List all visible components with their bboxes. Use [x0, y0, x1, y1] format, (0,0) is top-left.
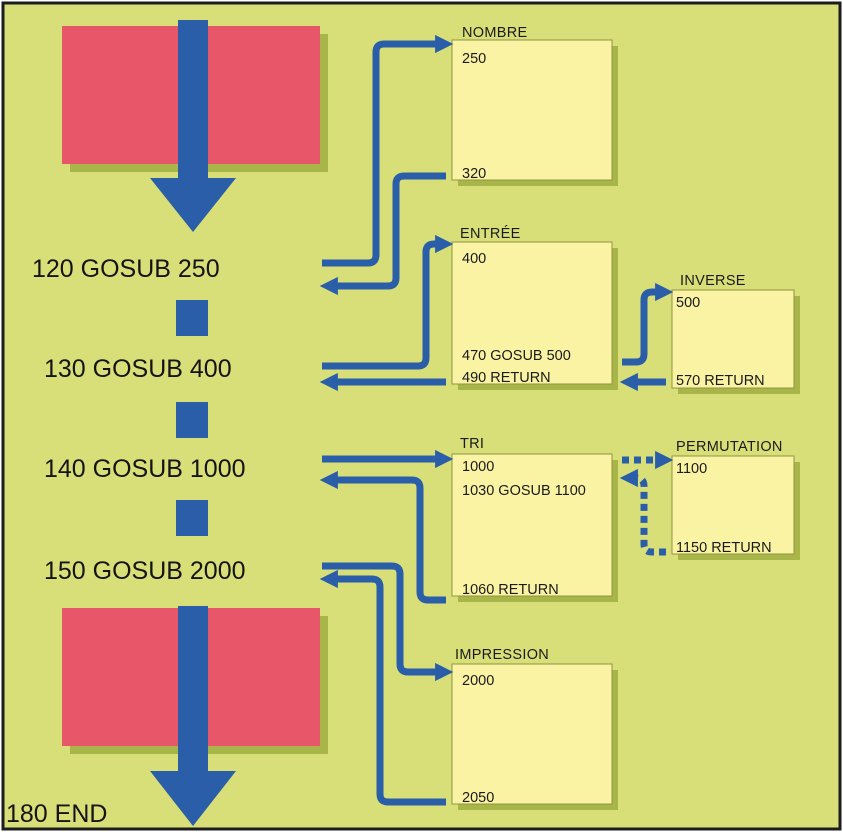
subroutine-line: 470 GOSUB 500	[462, 348, 571, 364]
subroutine-box-inverse: INVERSE 500 570 RETURN	[671, 273, 800, 394]
line-180-label: 180 END	[6, 800, 107, 828]
subroutine-line: 2050	[462, 790, 494, 806]
line-140-label: 140 GOSUB 1000	[44, 455, 246, 483]
subroutine-line: 1150 RETURN	[676, 540, 772, 556]
subroutine-line: 400	[462, 251, 486, 267]
subroutine-title-nombre: NOMBRE	[462, 25, 527, 41]
subroutine-line: 2000	[462, 673, 494, 689]
line-120-label: 120 GOSUB 250	[32, 255, 220, 283]
subroutine-box-nombre: NOMBRE 250 320	[451, 25, 618, 186]
subroutine-line: 1000	[462, 459, 494, 475]
subroutine-box-entree: ENTRÉE 400 470 GOSUB 500 490 RETURN	[451, 225, 618, 390]
subroutine-title-impression: IMPRESSION	[455, 647, 549, 663]
arrow-nombre-to-line-120	[319, 172, 446, 296]
subroutine-line: 250	[462, 51, 486, 67]
arrow-entree-to-inverse	[622, 282, 674, 366]
arrow-impression-to-line-150	[319, 569, 446, 806]
subroutine-box-permutation: PERMUTATION 1100 1150 RETURN	[671, 439, 800, 560]
arrow-line-150-to-impression	[322, 562, 454, 682]
separator-square	[176, 300, 208, 336]
subroutine-box-tri: TRI 1000 1030 GOSUB 1100 1060 RETURN	[451, 436, 618, 602]
subroutine-line: 570 RETURN	[676, 373, 765, 389]
subroutine-line: 1030 GOSUB 1100	[462, 483, 586, 499]
line-150-label: 150 GOSUB 2000	[44, 557, 246, 585]
separator-square	[176, 402, 208, 438]
arrow-tri-to-line-140	[319, 470, 446, 604]
arrow-line-130-to-entree	[322, 234, 454, 370]
subroutine-title-tri: TRI	[460, 436, 484, 452]
subroutine-line: 1100	[676, 461, 707, 477]
arrow-permutation-to-tri	[619, 468, 666, 556]
subroutine-line: 500	[676, 295, 700, 311]
subroutine-line: 490 RETURN	[462, 370, 551, 386]
subroutine-title-permutation: PERMUTATION	[676, 439, 783, 455]
subroutine-box-impression: IMPRESSION 2000 2050	[451, 647, 618, 810]
subroutine-line: 320	[462, 166, 486, 182]
separator-square	[176, 500, 208, 536]
main-flow-arrow-bottom	[150, 606, 236, 826]
subroutine-title-entree: ENTRÉE	[460, 225, 521, 242]
connection-arrows	[319, 34, 674, 806]
arrow-line-120-to-nombre	[322, 34, 454, 267]
subroutine-title-inverse: INVERSE	[680, 273, 746, 289]
subroutine-line: 1060 RETURN	[462, 582, 559, 598]
main-flow-arrow-top	[150, 20, 236, 232]
line-130-label: 130 GOSUB 400	[44, 355, 232, 383]
